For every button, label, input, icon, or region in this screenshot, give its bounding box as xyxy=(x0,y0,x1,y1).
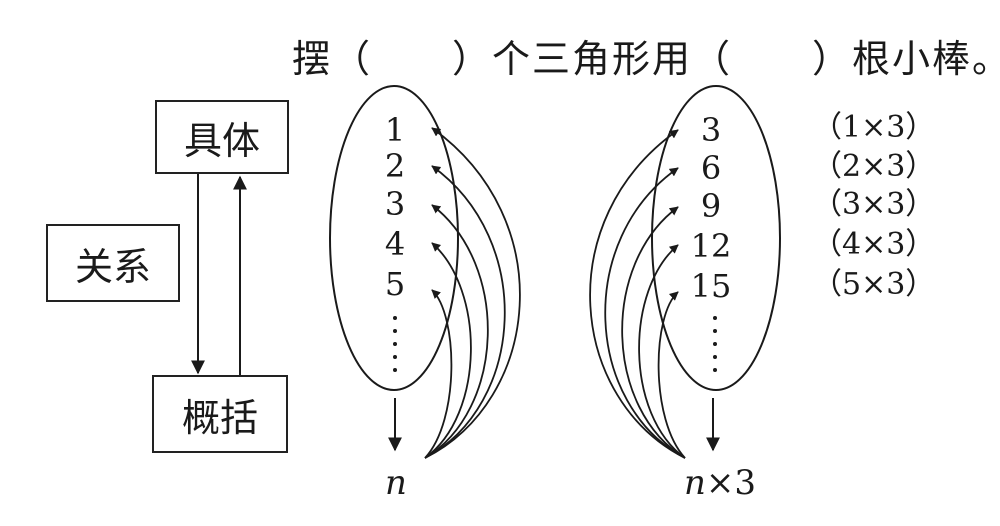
left-ellipse xyxy=(329,85,459,391)
product-label: （5×3） xyxy=(812,267,936,302)
left-curve-3 xyxy=(424,204,489,459)
right-number: 12 xyxy=(690,227,732,265)
left-number: 2 xyxy=(384,147,406,185)
left-curve-5 xyxy=(424,289,453,459)
page-title: 摆（ ）个三角形用（ ）根小棒。 xyxy=(292,37,1000,81)
right-number: 15 xyxy=(690,267,732,305)
right-number: 3 xyxy=(700,111,722,149)
right-curve-2 xyxy=(604,167,686,459)
right-number: 9 xyxy=(700,187,722,225)
left-number: 1 xyxy=(384,111,406,149)
left-number: 5 xyxy=(384,265,406,303)
right-curve-1 xyxy=(589,129,686,459)
concrete-box: 具体 xyxy=(155,100,289,174)
generalize-box: 概括 xyxy=(152,375,288,453)
right-curve-3 xyxy=(621,206,686,459)
product-label: （3×3） xyxy=(812,187,936,222)
right-variable-n: n xyxy=(684,463,706,503)
right-number: 6 xyxy=(700,149,722,187)
left-curve-2 xyxy=(424,165,506,459)
left-number: 3 xyxy=(384,185,406,223)
product-label: （4×3） xyxy=(812,227,936,262)
right-curve-5 xyxy=(657,291,686,459)
right-variable: n×3 xyxy=(684,466,756,500)
left-curve-4 xyxy=(424,242,472,459)
right-variable-suffix: ×3 xyxy=(705,463,757,503)
left-dots xyxy=(393,316,397,372)
relation-box: 关系 xyxy=(46,224,180,302)
right-curve-4 xyxy=(638,244,686,459)
product-label: （1×3） xyxy=(812,110,936,145)
product-label: （2×3） xyxy=(812,149,936,184)
right-ellipse xyxy=(651,85,781,391)
left-curve-1 xyxy=(424,127,521,459)
left-variable: n xyxy=(385,463,407,503)
left-number: 4 xyxy=(384,225,406,263)
right-dots xyxy=(713,316,717,372)
